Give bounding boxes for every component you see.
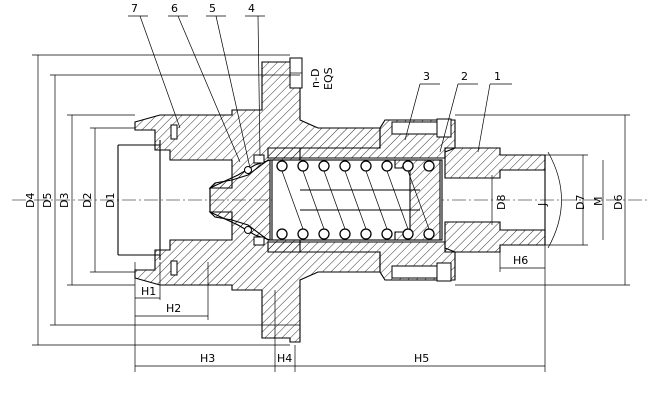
dim-label-d5: D5: [41, 193, 54, 208]
dim-label-h5: H5: [414, 352, 429, 365]
part-label-5: 5: [209, 2, 216, 15]
poppet-disc: [209, 154, 271, 246]
outlet-nozzle: [444, 147, 562, 253]
part-label-6: 6: [171, 2, 178, 15]
dim-label-d6: D6: [612, 195, 625, 210]
dim-label-h1: H1: [141, 285, 156, 298]
dim-label-h3: H3: [200, 352, 215, 365]
dim-label-h2: H2: [166, 302, 181, 315]
dim-label-d7: D7: [574, 195, 587, 210]
spring-housing: [267, 118, 456, 282]
part-label-1: 1: [494, 70, 501, 83]
dim-label-d8: D8: [495, 195, 508, 210]
dim-label-m: M: [592, 197, 605, 207]
part-label-3: 3: [423, 70, 430, 83]
dim-label-h6: H6: [513, 254, 528, 267]
spring-coils: [276, 160, 435, 240]
dim-label-d1: D1: [104, 193, 117, 208]
dim-label-nd: n-D: [309, 69, 322, 88]
dim-label-d2: D2: [81, 193, 94, 208]
dim-label-eqs: EQS: [322, 67, 335, 90]
dim-label-j: J: [536, 203, 549, 207]
leader-lines: [128, 15, 512, 169]
dim-label-h4: H4: [277, 352, 292, 365]
dimension-lines: [32, 54, 630, 372]
part-label-2: 2: [461, 70, 468, 83]
part-label-7: 7: [131, 2, 138, 15]
dim-label-d4: D4: [24, 193, 37, 208]
dimension-labels: D4 D5 D3 D2 D1 D8 J D7 M D6 n-D EQS H1 H…: [24, 67, 625, 365]
part-label-4: 4: [248, 2, 255, 15]
dim-label-d3: D3: [58, 193, 71, 208]
part-number-labels: 7 6 5 4 3 2 1: [131, 2, 501, 83]
